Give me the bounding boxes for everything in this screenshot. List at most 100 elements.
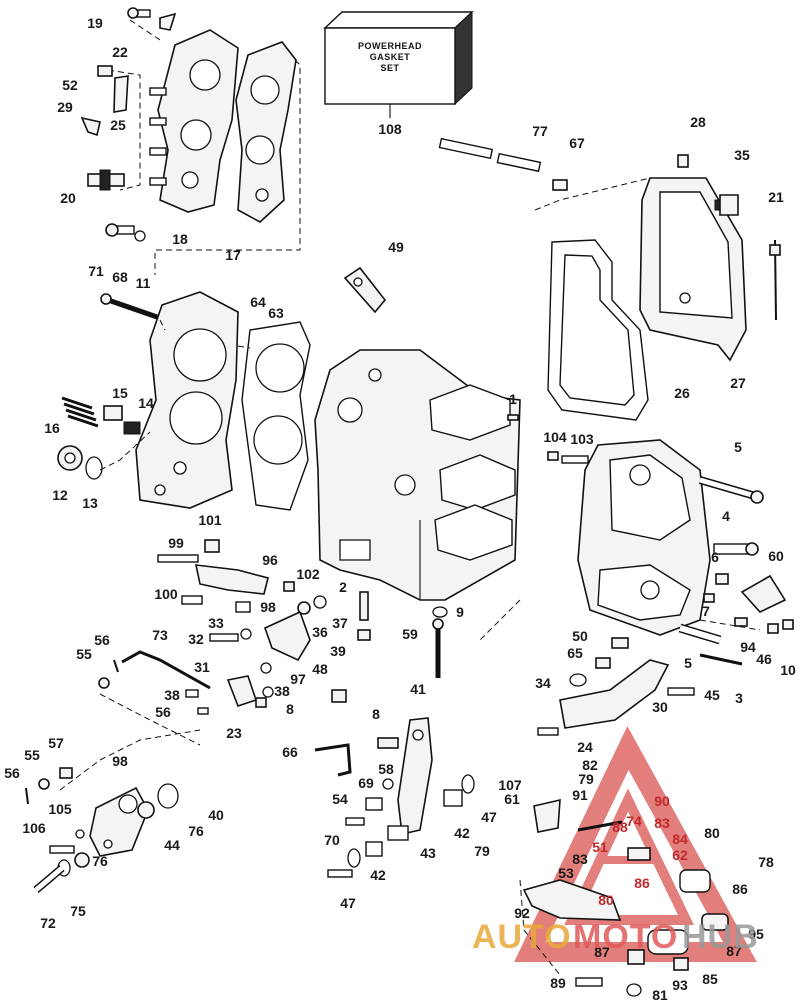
- callout-21: 21: [768, 189, 784, 205]
- callout-73: 73: [152, 627, 168, 643]
- washer-55b: [38, 778, 50, 790]
- nut-46: [767, 623, 779, 634]
- callout-52: 52: [62, 77, 78, 93]
- callout-42: 42: [454, 825, 470, 841]
- hose-66: [314, 743, 352, 777]
- callout-5: 5: [734, 439, 742, 455]
- bracket-96: [194, 564, 269, 595]
- pin-56c: [25, 787, 29, 805]
- callout-98: 98: [260, 599, 276, 615]
- callout-55: 55: [76, 646, 92, 662]
- cam-plate-44: [89, 786, 149, 857]
- nut-39: [357, 629, 371, 641]
- bracket-101: [204, 539, 220, 553]
- callout-10: 10: [780, 662, 796, 678]
- callout-38b: 38: [274, 683, 290, 699]
- link-48: [264, 610, 311, 662]
- nut-23: [255, 697, 267, 708]
- cylinder-block: [314, 349, 521, 601]
- nut-102: [283, 581, 295, 592]
- washer-40: [157, 783, 179, 809]
- callout-19: 19: [87, 15, 103, 31]
- fittings-8: [331, 689, 399, 749]
- dowel-77: [438, 137, 542, 173]
- screw-28: [677, 154, 689, 168]
- callout-59: 59: [402, 626, 418, 642]
- callout-79: 79: [578, 771, 594, 787]
- screw-54: [345, 817, 365, 826]
- callout-92: 92: [514, 905, 530, 921]
- callout-44: 44: [164, 837, 180, 853]
- callout-69: 69: [358, 775, 374, 791]
- cam-31: [226, 675, 258, 708]
- washer-47b: [461, 774, 475, 794]
- spring-16: [61, 396, 99, 428]
- callout-87b: 87: [726, 943, 742, 959]
- callout-51: 51: [592, 839, 608, 855]
- callout-60: 60: [768, 548, 784, 564]
- callout-72: 72: [40, 915, 56, 931]
- arm-92: [522, 879, 622, 921]
- callout-89: 89: [550, 975, 566, 991]
- callout-22: 22: [112, 44, 128, 60]
- callout-68: 68: [112, 269, 128, 285]
- stud-2: [359, 591, 369, 621]
- callout-90: 90: [654, 793, 670, 809]
- watermark-moto: MOTO: [573, 918, 678, 956]
- thermostat-12: [57, 445, 83, 471]
- callout-83: 83: [654, 815, 670, 831]
- exhaust-cover-27: [639, 177, 747, 362]
- callout-55b: 55: [24, 747, 40, 763]
- callout-76: 76: [188, 823, 204, 839]
- bolt-5: [698, 476, 764, 504]
- callout-61: 61: [504, 791, 520, 807]
- box-line-1: POWERHEAD: [358, 41, 422, 51]
- cylinder-head-cover-18: [149, 29, 239, 213]
- washer-58: [382, 778, 394, 790]
- arm-41: [397, 717, 433, 835]
- callout-49: 49: [388, 239, 404, 255]
- callout-95: 95: [748, 926, 764, 942]
- callout-53: 53: [558, 865, 574, 881]
- bolt-4: [713, 542, 759, 556]
- screw-106: [49, 845, 75, 854]
- bracket-49: [343, 266, 387, 314]
- gasket-13: [85, 456, 103, 480]
- fitting-50: [611, 637, 629, 649]
- washer-34: [569, 673, 587, 687]
- callout-83b: 83: [572, 851, 588, 867]
- bolt-5b: [678, 623, 722, 645]
- callout-20: 20: [60, 190, 76, 206]
- nut-57: [59, 767, 73, 779]
- callout-28: 28: [690, 114, 706, 130]
- callout-8: 8: [286, 701, 294, 717]
- crankcase-cover: [577, 439, 711, 636]
- callout-85: 85: [702, 971, 718, 987]
- callout-57: 57: [48, 735, 64, 751]
- callout-77: 77: [532, 123, 548, 139]
- clamp-62: [627, 847, 651, 861]
- callout-70: 70: [324, 832, 340, 848]
- lever-30: [559, 659, 670, 729]
- callout-26: 26: [674, 385, 690, 401]
- plate-29: [80, 116, 101, 137]
- callout-102: 102: [296, 566, 320, 582]
- callout-81: 81: [652, 987, 668, 1002]
- head-gasket-63: [241, 321, 311, 511]
- roller-95: [701, 913, 729, 931]
- callout-5b: 5: [684, 655, 692, 671]
- gasket-26: [547, 239, 649, 421]
- callout-18: 18: [172, 231, 188, 247]
- callout-86b: 86: [732, 881, 748, 897]
- watermark-hub: HUB: [682, 918, 759, 956]
- callout-6: 6: [711, 549, 719, 565]
- rod-3: [699, 653, 743, 666]
- callout-56b: 56: [155, 704, 171, 720]
- screw-10: [782, 619, 794, 630]
- callout-36: 36: [312, 624, 328, 640]
- rod-73: [121, 650, 211, 690]
- callout-106: 106: [22, 820, 46, 836]
- bolt-7: [703, 593, 715, 603]
